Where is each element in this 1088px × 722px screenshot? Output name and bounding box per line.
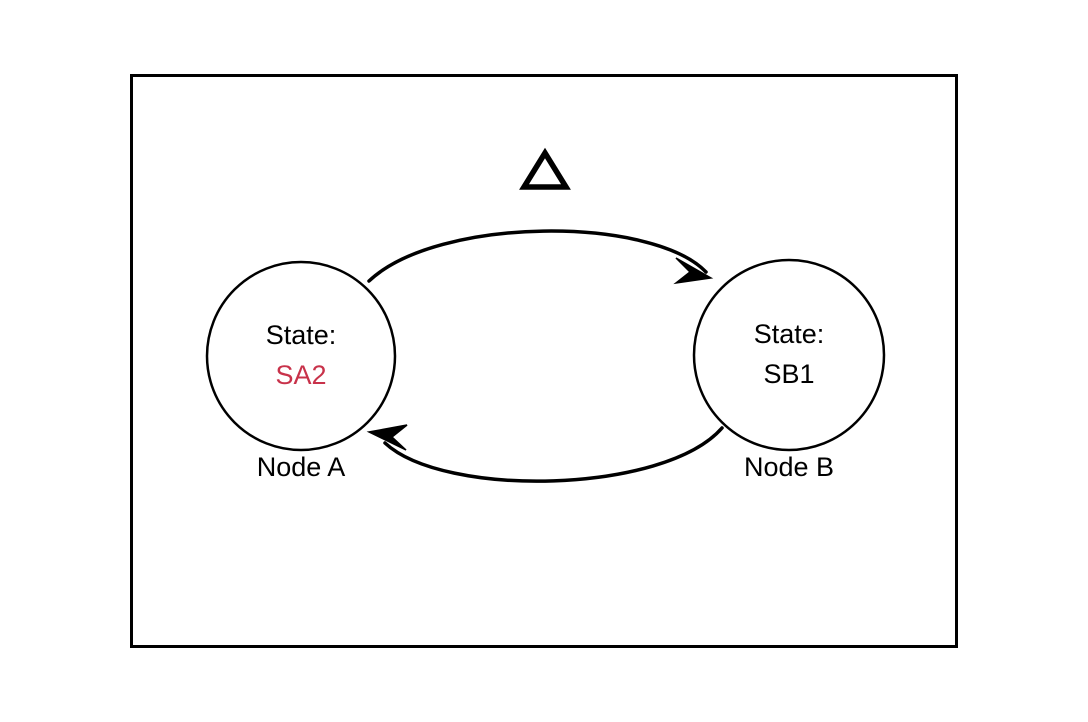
edge-a-to-b-curve[interactable] xyxy=(367,229,708,283)
edge-b-to-a[interactable] xyxy=(366,424,724,483)
triangle-outline-icon xyxy=(519,147,571,190)
edge-b-to-a-arrowhead xyxy=(366,424,408,451)
delta-symbol xyxy=(519,147,571,190)
node-b-circle[interactable] xyxy=(692,258,886,452)
node-b-state-label: State: xyxy=(754,319,825,349)
node-a-caption: Node A xyxy=(257,452,346,482)
edge-a-to-b[interactable] xyxy=(367,229,714,285)
node-a-state-value: SA2 xyxy=(275,360,326,390)
edge-b-to-a-curve[interactable] xyxy=(383,426,724,483)
node-b[interactable]: State: SB1 Node B xyxy=(692,258,886,482)
node-b-state-value: SB1 xyxy=(763,359,814,389)
edge-a-to-b-arrowhead xyxy=(673,257,714,285)
node-a-state-label: State: xyxy=(266,320,337,350)
node-a[interactable]: State: SA2 Node A xyxy=(205,260,397,482)
node-a-circle[interactable] xyxy=(205,260,397,452)
node-b-caption: Node B xyxy=(744,452,834,482)
